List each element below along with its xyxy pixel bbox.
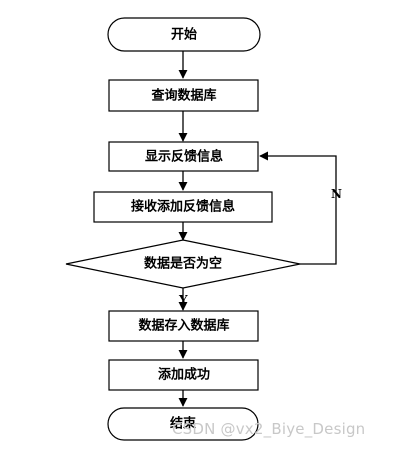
- node-show-feedback-shape: [108, 141, 259, 172]
- node-query-db-shape: [108, 79, 259, 112]
- node-add-success-shape: [108, 359, 259, 391]
- node-end-label: 结束: [170, 416, 197, 432]
- node-save-db-label: 数据存入数据库: [138, 318, 229, 334]
- edge-label-yes: Y: [178, 293, 188, 307]
- node-receive-feedback-label: 接收添加反馈信息: [131, 199, 235, 215]
- node-add-success-label: 添加成功: [158, 367, 210, 383]
- edge-label-no: N: [331, 187, 342, 201]
- node-show-feedback-label: 显示反馈信息: [145, 149, 223, 165]
- node-start-label: 开始: [171, 27, 197, 43]
- node-start-shape: [107, 17, 261, 52]
- node-end-shape: [107, 407, 259, 441]
- watermark-text: CSDN @vx2_Biye_Design: [172, 420, 366, 438]
- node-check-empty-shape: [65, 239, 301, 289]
- node-query-db-label: 查询数据库: [150, 88, 216, 104]
- node-check-empty-label: 数据是否为空: [144, 256, 222, 272]
- node-receive-feedback-shape: [93, 191, 273, 223]
- node-save-db-shape: [108, 310, 259, 342]
- edge-decision-no-loop: [259, 151, 337, 265]
